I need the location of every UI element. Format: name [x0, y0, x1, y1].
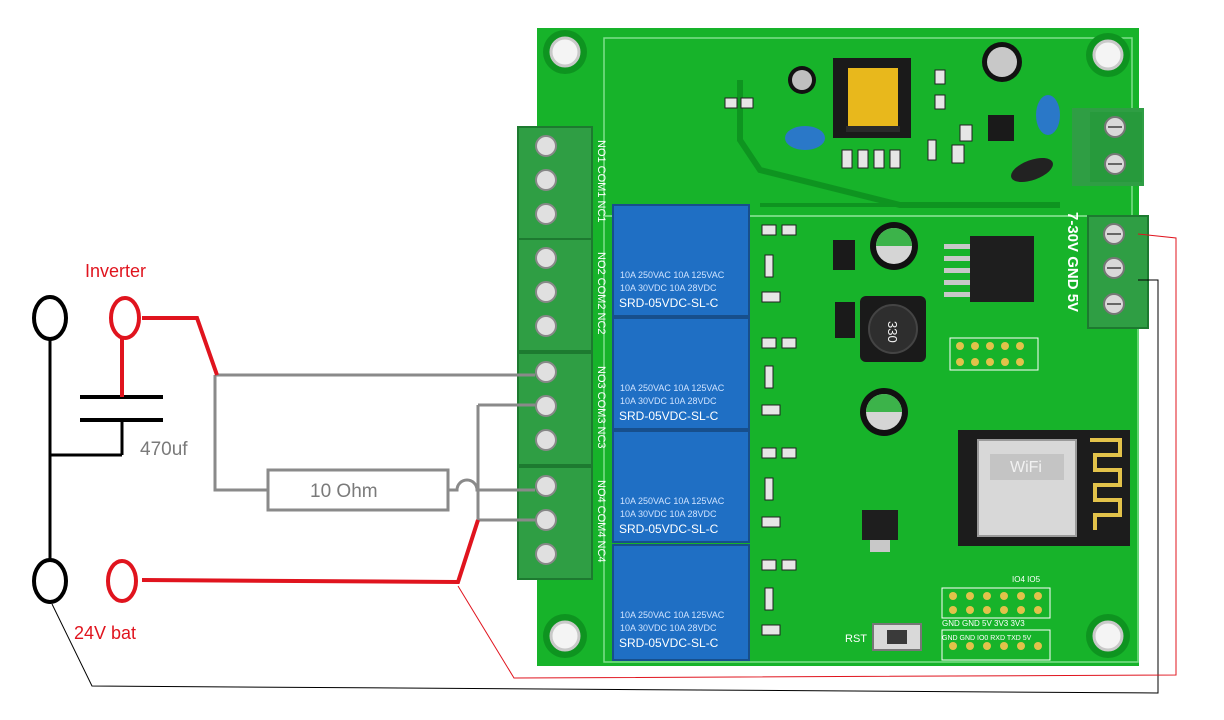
power-terminal-block: 7-30V GND 5V — [1064, 212, 1149, 329]
relay-1: 10A 250VAC 10A 125VAC 10A 30VDC 10A 28VD… — [612, 204, 750, 317]
relay-3-marking-mid: 10A 30VDC 10A 28VDC — [620, 509, 717, 519]
relay-1-marking-mid: 10A 30VDC 10A 28VDC — [620, 283, 717, 293]
y-capacitor — [785, 126, 825, 150]
relay-4-marking-mid: 10A 30VDC 10A 28VDC — [620, 623, 717, 633]
terminal-label-2: NO2 COM2 NC2 — [595, 252, 607, 335]
red-wires — [120, 316, 480, 585]
bottom-header-pins: IO4 IO5 GND GND 5V 3V3 3V3 GND GND IO0 R… — [941, 575, 1051, 661]
relay-terminal-block-2 — [517, 238, 593, 352]
electrolytic-capacitor — [788, 66, 816, 94]
ac-input-terminal — [1072, 108, 1144, 186]
electrolytic-capacitor — [982, 42, 1022, 82]
relay-2: 10A 250VAC 10A 125VAC 10A 30VDC 10A 28VD… — [612, 317, 750, 430]
inverter-label: Inverter — [85, 261, 146, 281]
mounting-hole — [1086, 33, 1130, 77]
inductor-label: 330 — [885, 321, 900, 343]
relay-2-marking-mid: 10A 30VDC 10A 28VDC — [620, 396, 717, 406]
reset-label: RST — [845, 633, 867, 645]
relay-3: 10A 250VAC 10A 125VAC 10A 30VDC 10A 28VD… — [612, 430, 750, 543]
silk-outline-main — [603, 215, 1139, 663]
power-terminal-label: 7-30V GND 5V — [1064, 212, 1081, 312]
header-pins — [949, 337, 1039, 371]
relay-2-model: SRD-05VDC-SL-C — [619, 409, 719, 423]
relay-terminal-block-1 — [517, 126, 593, 240]
relay-4: 10A 250VAC 10A 125VAC 10A 30VDC 10A 28VD… — [612, 544, 750, 661]
mounting-hole — [543, 614, 587, 658]
ldo-regulator — [862, 510, 898, 552]
relay-driver-components — [761, 224, 797, 636]
black-wires — [48, 338, 122, 562]
header-io-label: IO4 IO5 — [1012, 575, 1041, 584]
wifi-module: WiFi — [958, 430, 1130, 546]
inverter-terminal-bottom — [106, 559, 138, 603]
resistor-10-ohm — [266, 468, 450, 512]
terminal-label-4: NO4 COM4 NC4 — [595, 480, 607, 563]
header-bottom-label: GND GND IO0 RXD TXD 5V — [942, 635, 1032, 642]
relay-4-marking-top: 10A 250VAC 10A 125VAC — [620, 610, 725, 620]
header-top-label: GND GND 5V 3V3 3V3 — [942, 619, 1025, 628]
relay-board: NO1 COM1 NC1 NO2 COM2 NC2 NO3 COM3 NC3 N… — [517, 28, 1149, 666]
terminal-label-1: NO1 COM1 NC1 — [595, 140, 607, 223]
relay-1-model: SRD-05VDC-SL-C — [619, 296, 719, 310]
capacitor-label: 470uf — [140, 439, 188, 460]
battery-label: 24V bat — [74, 623, 136, 643]
electrolytic-capacitor — [870, 222, 918, 270]
mounting-hole — [543, 30, 587, 74]
relay-1-marking-top: 10A 250VAC 10A 125VAC — [620, 270, 725, 280]
antenna-trace — [1090, 438, 1122, 530]
relay-terminal-block-4 — [517, 466, 593, 580]
thin-black-wire — [51, 279, 1159, 694]
resistor-label: 10 Ohm — [310, 481, 378, 502]
relay-2-marking-top: 10A 250VAC 10A 125VAC — [620, 383, 725, 393]
relay-3-model: SRD-05VDC-SL-C — [619, 522, 719, 536]
relay-4-model: SRD-05VDC-SL-C — [619, 636, 719, 650]
varistor — [1011, 157, 1053, 183]
transformer — [833, 58, 911, 138]
y-capacitor — [1036, 95, 1060, 135]
relay-terminal-block-3 — [517, 352, 593, 466]
battery-positive-terminal — [32, 295, 68, 341]
mounting-hole — [1086, 614, 1130, 658]
inductor: 330 — [860, 296, 926, 362]
terminal-label-3: NO3 COM3 NC3 — [595, 366, 607, 449]
diode — [833, 240, 855, 270]
electrolytic-capacitor — [860, 388, 908, 436]
module-label: WiFi — [1010, 459, 1042, 476]
diode — [835, 302, 855, 338]
regulator-ic — [944, 236, 1034, 302]
capacitor-470uf — [80, 395, 163, 422]
smd-components — [724, 69, 973, 169]
bridge-rectifier — [988, 115, 1014, 141]
relay-3-marking-top: 10A 250VAC 10A 125VAC — [620, 496, 725, 506]
battery-negative-terminal — [32, 558, 68, 604]
reset-button: RST — [845, 623, 922, 651]
inverter-terminal-top — [109, 296, 141, 340]
thin-red-wire — [457, 233, 1177, 679]
